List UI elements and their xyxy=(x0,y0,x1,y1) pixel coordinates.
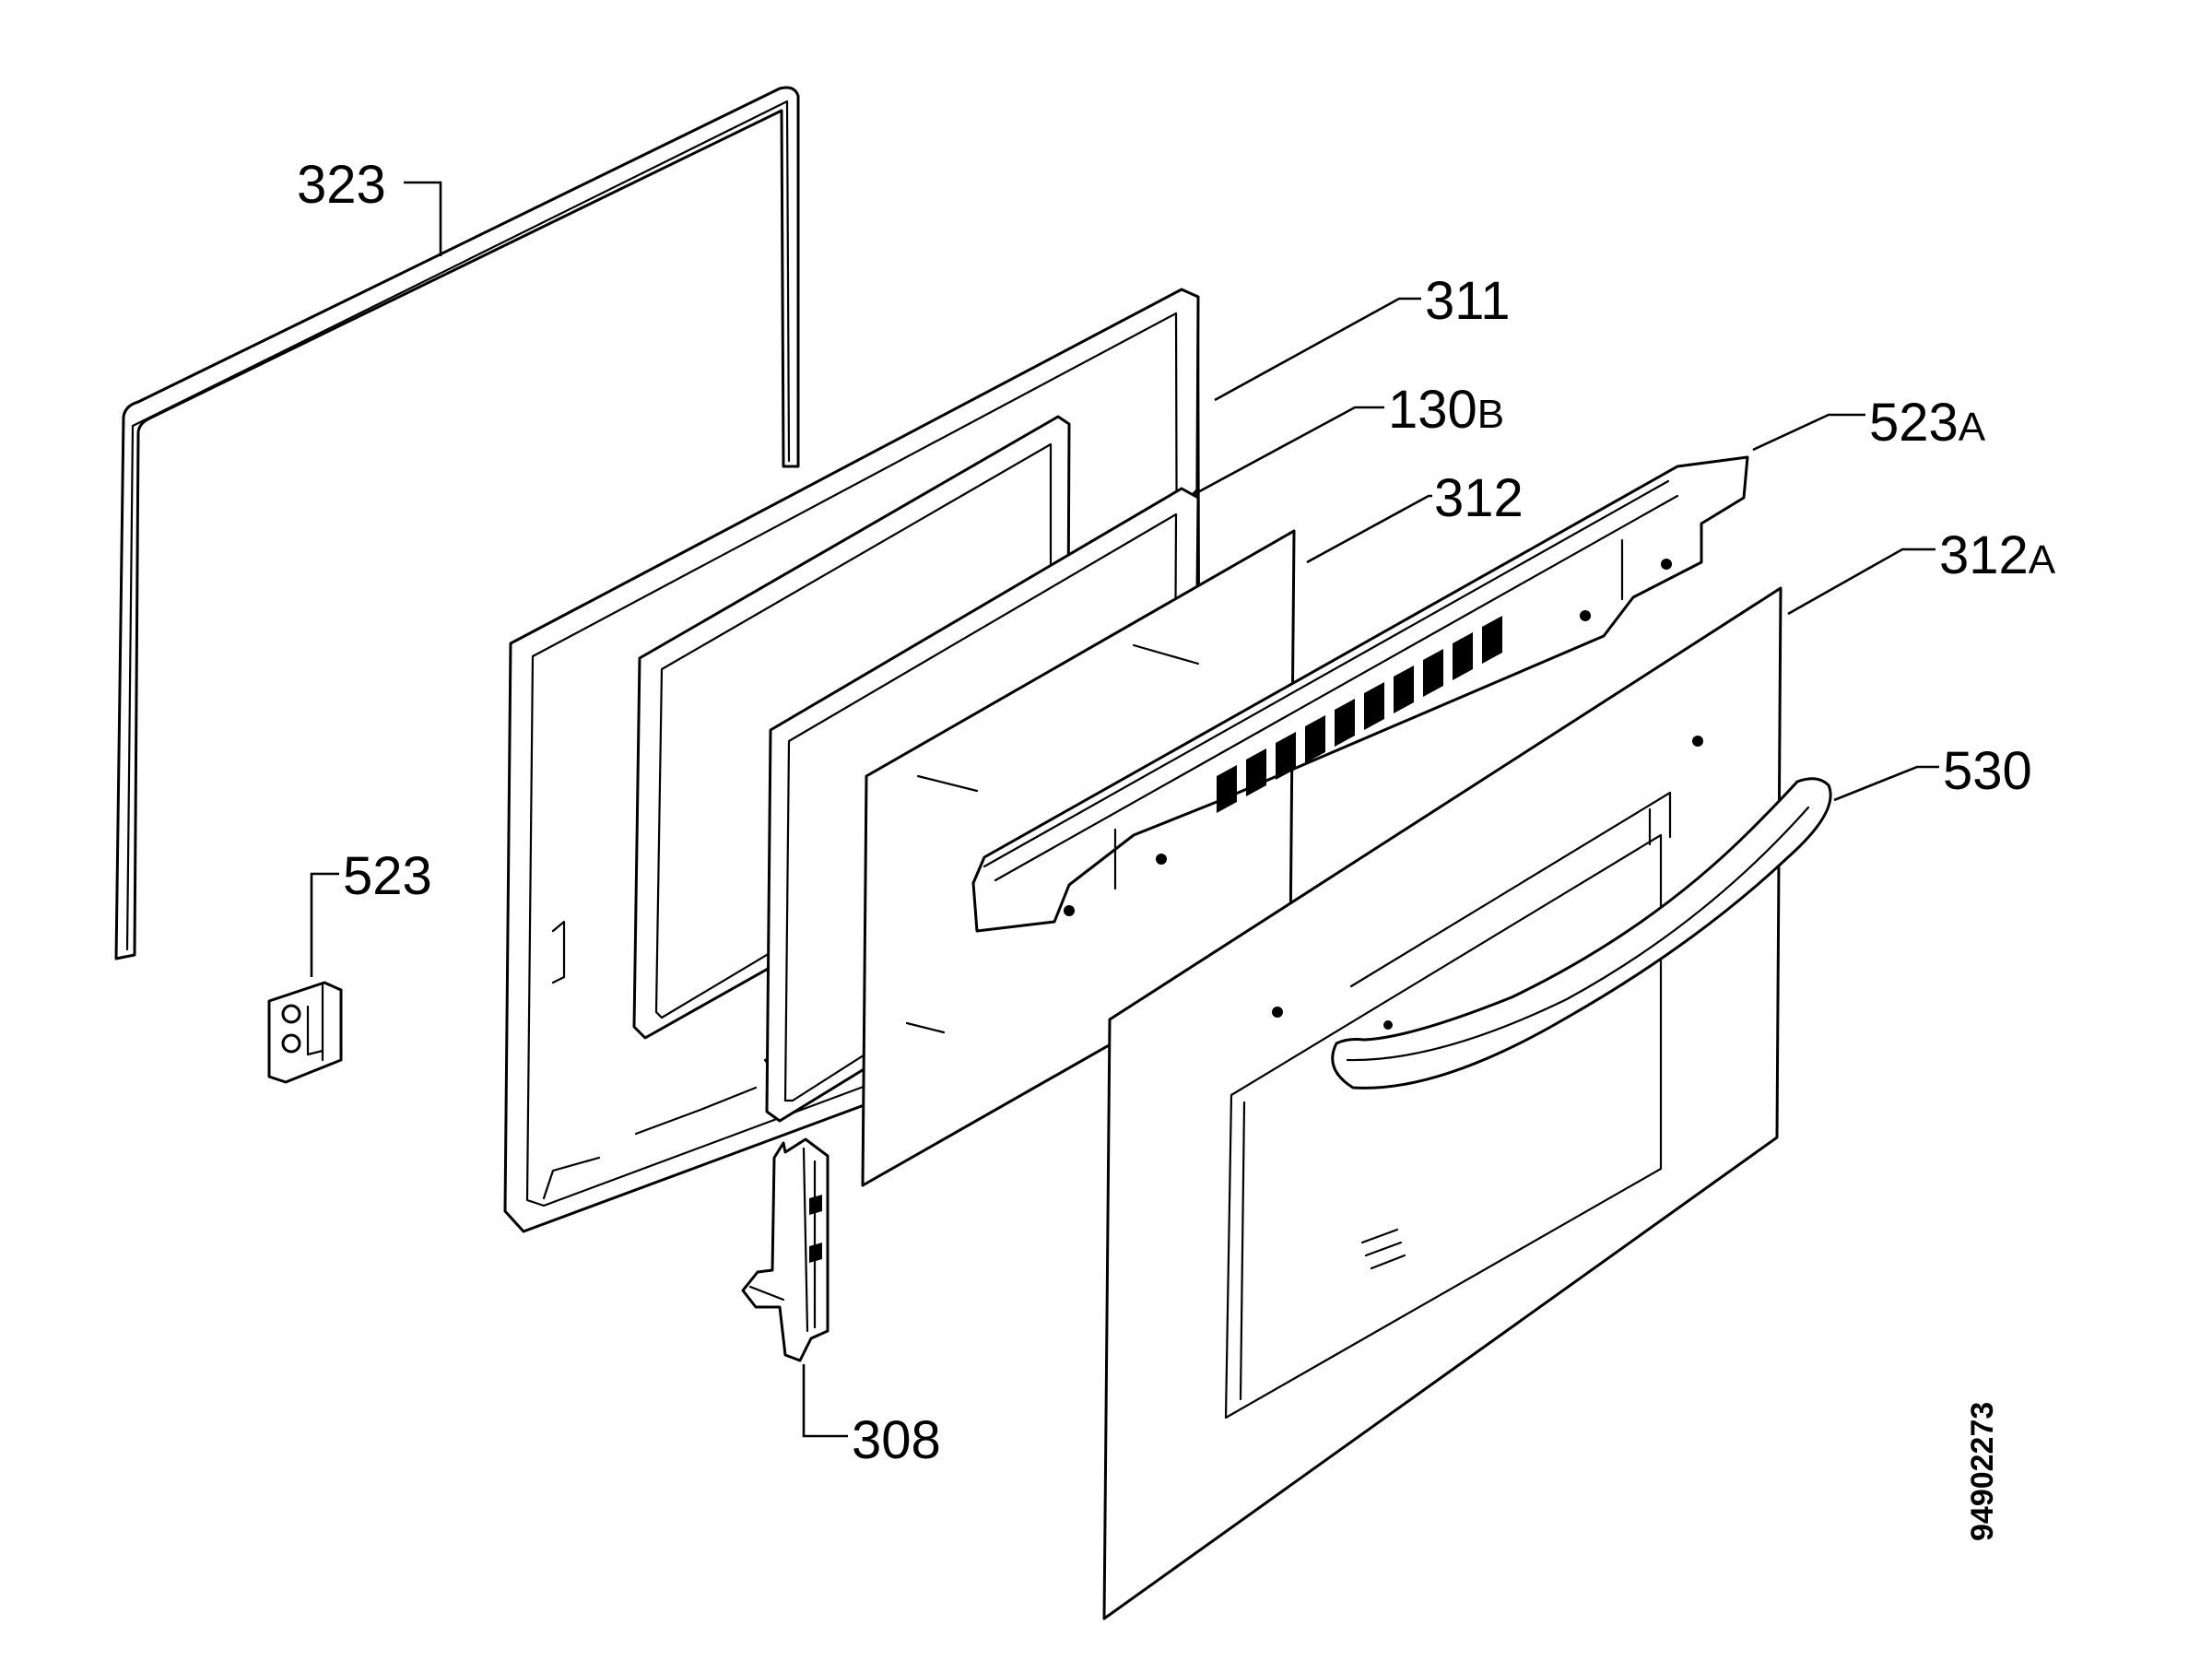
part-hinge[interactable] xyxy=(741,1137,830,1362)
part-outer-glass[interactable] xyxy=(1102,586,1783,1620)
vent-slots xyxy=(1217,616,1502,813)
label-530: 530 xyxy=(1943,741,2032,801)
leader-523A xyxy=(1752,413,1865,452)
label-308: 308 xyxy=(852,1410,941,1470)
leader-323 xyxy=(404,181,442,256)
label-130B: 130B xyxy=(1388,380,1504,440)
part-top-profile[interactable] xyxy=(971,455,1749,933)
part-handle[interactable] xyxy=(1331,777,1832,1090)
label-312: 312 xyxy=(1434,468,1524,528)
leader-308 xyxy=(802,1364,848,1438)
leader-523 xyxy=(310,872,339,977)
leader-lines xyxy=(310,181,1939,1438)
leader-130B xyxy=(1194,406,1384,496)
document-number: 94902273 xyxy=(1965,1402,2000,1541)
leader-311 xyxy=(1214,297,1421,402)
leader-312 xyxy=(1306,494,1432,564)
label-523: 523 xyxy=(343,846,432,906)
label-323: 323 xyxy=(297,155,386,215)
part-hinge-bracket[interactable] xyxy=(267,981,343,1084)
label-312A: 312A xyxy=(1939,525,2056,585)
leader-312A xyxy=(1787,548,1936,616)
label-311: 311 xyxy=(1425,271,1510,331)
leader-530 xyxy=(1833,765,1939,802)
callout-labels: 323 311 130B 312 523A 312A 530 523 308 xyxy=(297,155,2056,1470)
label-523A: 523A xyxy=(1869,393,1986,453)
part-door-seal[interactable] xyxy=(114,86,800,960)
